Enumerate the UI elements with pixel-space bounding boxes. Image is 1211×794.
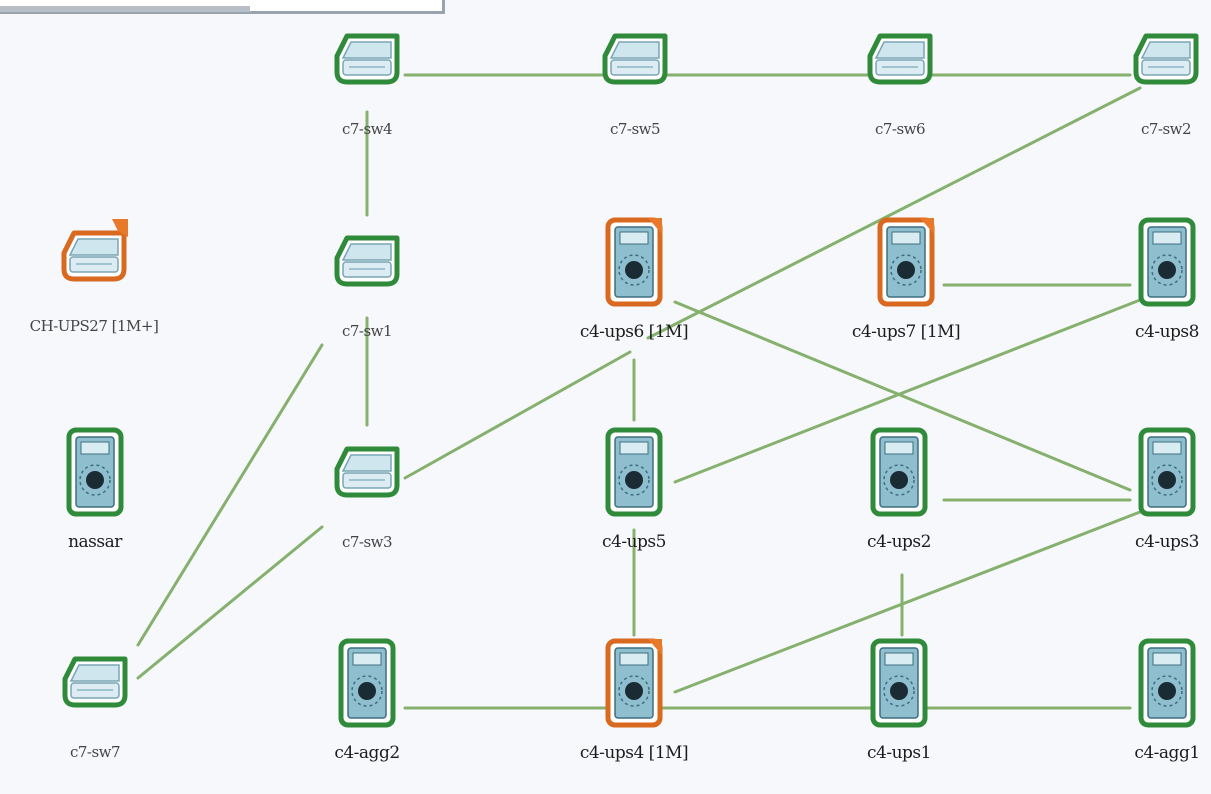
link-c4-ups3-c4-ups4[interactable] [673, 510, 1142, 694]
link-c7-sw2-c4-ups6[interactable] [646, 86, 1142, 340]
node-c4-ups5[interactable] [605, 427, 663, 517]
node-label-c4-ups3: c4-ups3 [1135, 532, 1199, 552]
node-c7-sw2[interactable] [1133, 33, 1199, 85]
server-icon [605, 427, 663, 517]
node-label-c4-agg2: c4-agg2 [334, 743, 400, 763]
server-icon [870, 638, 928, 728]
server-icon [870, 427, 928, 517]
node-c4-ups2[interactable] [870, 427, 928, 517]
node-c7-sw1[interactable] [334, 235, 400, 287]
switch-icon [334, 446, 400, 498]
server-icon [1138, 427, 1196, 517]
node-c7-sw5[interactable] [602, 33, 668, 85]
node-c4-ups7[interactable] [877, 217, 935, 307]
node-c4-agg1[interactable] [1138, 638, 1196, 728]
node-label-c7-sw5: c7-sw5 [609, 120, 661, 138]
node-c4-ups6[interactable] [605, 217, 663, 307]
node-label-c7-sw6: c7-sw6 [874, 120, 926, 138]
link-c7-sw3-c7-sw7[interactable] [136, 525, 324, 680]
node-c7-sw4[interactable] [334, 33, 400, 85]
node-c4-ups3[interactable] [1138, 427, 1196, 517]
node-label-c4-ups1: c4-ups1 [867, 743, 931, 763]
server-icon [605, 217, 663, 307]
switch-icon [334, 235, 400, 287]
node-c7-sw6[interactable] [867, 33, 933, 85]
link-c7-sw1-c7-sw7[interactable] [136, 343, 324, 647]
switch-icon [334, 33, 400, 85]
node-label-c7-sw3: c7-sw3 [341, 533, 393, 551]
nodes-layer [61, 33, 1199, 728]
node-label-c4-ups5: c4-ups5 [602, 532, 666, 552]
link-c4-ups6-c4-ups3[interactable] [673, 300, 1132, 492]
node-c4-agg2[interactable] [338, 638, 396, 728]
node-c7-sw3[interactable] [334, 446, 400, 498]
switch-icon [602, 33, 668, 85]
node-label-c7-sw1: c7-sw1 [341, 322, 393, 340]
node-c4-ups4[interactable] [605, 638, 663, 728]
node-label-c7-sw4: c7-sw4 [341, 120, 393, 138]
server-icon [1138, 638, 1196, 728]
switch-icon [61, 219, 128, 282]
node-label-c7-sw2: c7-sw2 [1140, 120, 1192, 138]
node-label-c4-agg1: c4-agg1 [1134, 743, 1200, 763]
server-icon [605, 638, 663, 728]
links-layer [136, 73, 1142, 710]
link-c7-sw3-c4-ups6[interactable] [403, 350, 632, 480]
panel-shadow [0, 6, 250, 12]
node-c4-ups8[interactable] [1138, 217, 1196, 307]
node-ch-ups27[interactable] [61, 219, 128, 282]
node-label-c4-ups4: c4-ups4 [1M] [579, 743, 689, 763]
node-c4-ups1[interactable] [870, 638, 928, 728]
panel-edge [0, 0, 445, 14]
switch-icon [62, 656, 128, 708]
node-label-nassar: nassar [68, 532, 122, 552]
server-icon [877, 217, 935, 307]
node-label-c4-ups2: c4-ups2 [867, 532, 931, 552]
node-label-c7-sw7: c7-sw7 [69, 743, 121, 761]
server-icon [1138, 217, 1196, 307]
node-nassar[interactable] [66, 427, 124, 517]
node-label-c4-ups7: c4-ups7 [1M] [851, 322, 961, 342]
switch-icon [867, 33, 933, 85]
node-label-ch-ups27: CH-UPS27 [1M+] [29, 317, 159, 335]
server-icon [338, 638, 396, 728]
switch-icon [1133, 33, 1199, 85]
server-icon [66, 427, 124, 517]
node-label-c4-ups8: c4-ups8 [1135, 322, 1199, 342]
link-c4-ups8-c4-ups5[interactable] [673, 298, 1142, 484]
node-c7-sw7[interactable] [62, 656, 128, 708]
node-label-c4-ups6: c4-ups6 [1M] [579, 322, 689, 342]
